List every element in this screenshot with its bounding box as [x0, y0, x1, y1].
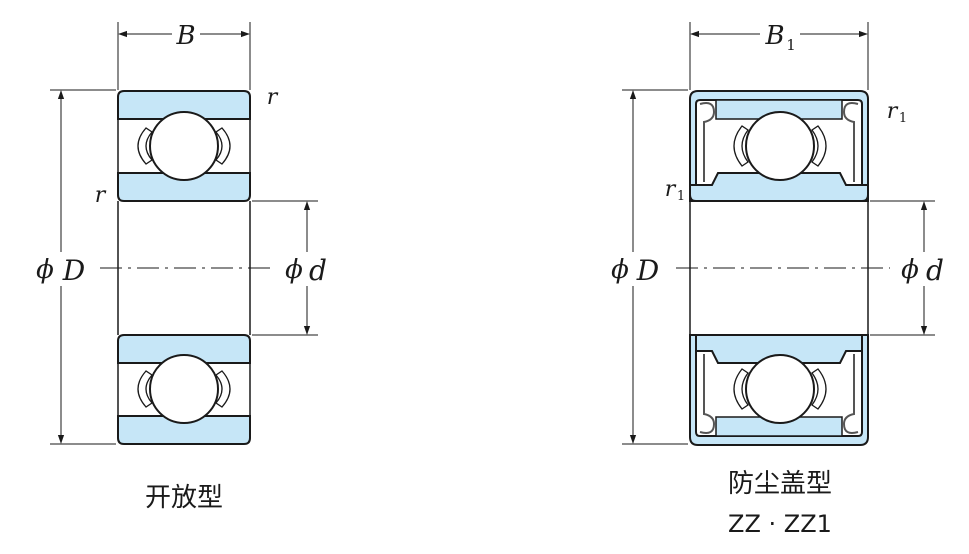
outer-dia-phi-symbol: ϕ	[36, 255, 54, 285]
cage-upper	[733, 125, 827, 167]
upper-section	[689, 90, 869, 202]
outer-dia-phi-symbol: ϕ	[611, 255, 629, 285]
open-type-bearing: B ϕ D ϕ d r r	[32, 18, 334, 513]
bore-label: d	[926, 254, 944, 287]
ball-lower	[149, 354, 219, 424]
ball-lower	[745, 354, 815, 424]
chamfer-label-top: r	[887, 99, 899, 124]
shield-lower-left	[699, 354, 716, 434]
inner-ring-upper	[689, 172, 869, 202]
bore-phi-symbol: ϕ	[901, 255, 919, 285]
outer-ring-upper	[689, 90, 869, 202]
outer-dia-label: D	[62, 254, 85, 287]
chamfer-label-side-subscript: 1	[677, 189, 685, 204]
width-label-subscript: 1	[786, 36, 796, 54]
bore-label: d	[309, 254, 327, 287]
chamfer-label-top: r	[267, 85, 279, 110]
shield-upper-right	[842, 102, 859, 182]
shield-upper-left	[699, 102, 716, 182]
chamfer-label-side: r	[665, 177, 677, 202]
width-label: B	[764, 21, 784, 51]
outer-ring-lower	[117, 415, 251, 445]
ball-upper	[745, 111, 815, 181]
outer-ring-lower	[689, 334, 869, 446]
cage-lower	[137, 370, 231, 408]
cage-upper	[137, 127, 231, 165]
lower-section	[689, 334, 869, 446]
chamfer-label-side: r	[95, 183, 107, 208]
cage-lower	[733, 368, 827, 410]
bore-phi-symbol: ϕ	[285, 255, 303, 285]
shielded-type-caption: 防尘盖型	[728, 469, 832, 499]
inner-ring-upper	[117, 172, 251, 202]
ball-upper	[149, 111, 219, 181]
chamfer-label-top-subscript: 1	[899, 111, 907, 126]
shield-lower-right	[842, 354, 859, 434]
shielded-type-model-codes: ZZ · ZZ1	[728, 510, 832, 538]
upper-section	[117, 90, 251, 202]
width-label: B	[175, 21, 195, 51]
shielded-type-bearing: B 1 ϕ D ϕ d r 1 r 1	[604, 18, 952, 538]
open-type-caption: 开放型	[145, 483, 223, 513]
lower-section	[117, 334, 251, 445]
outer-dia-label: D	[636, 254, 659, 287]
